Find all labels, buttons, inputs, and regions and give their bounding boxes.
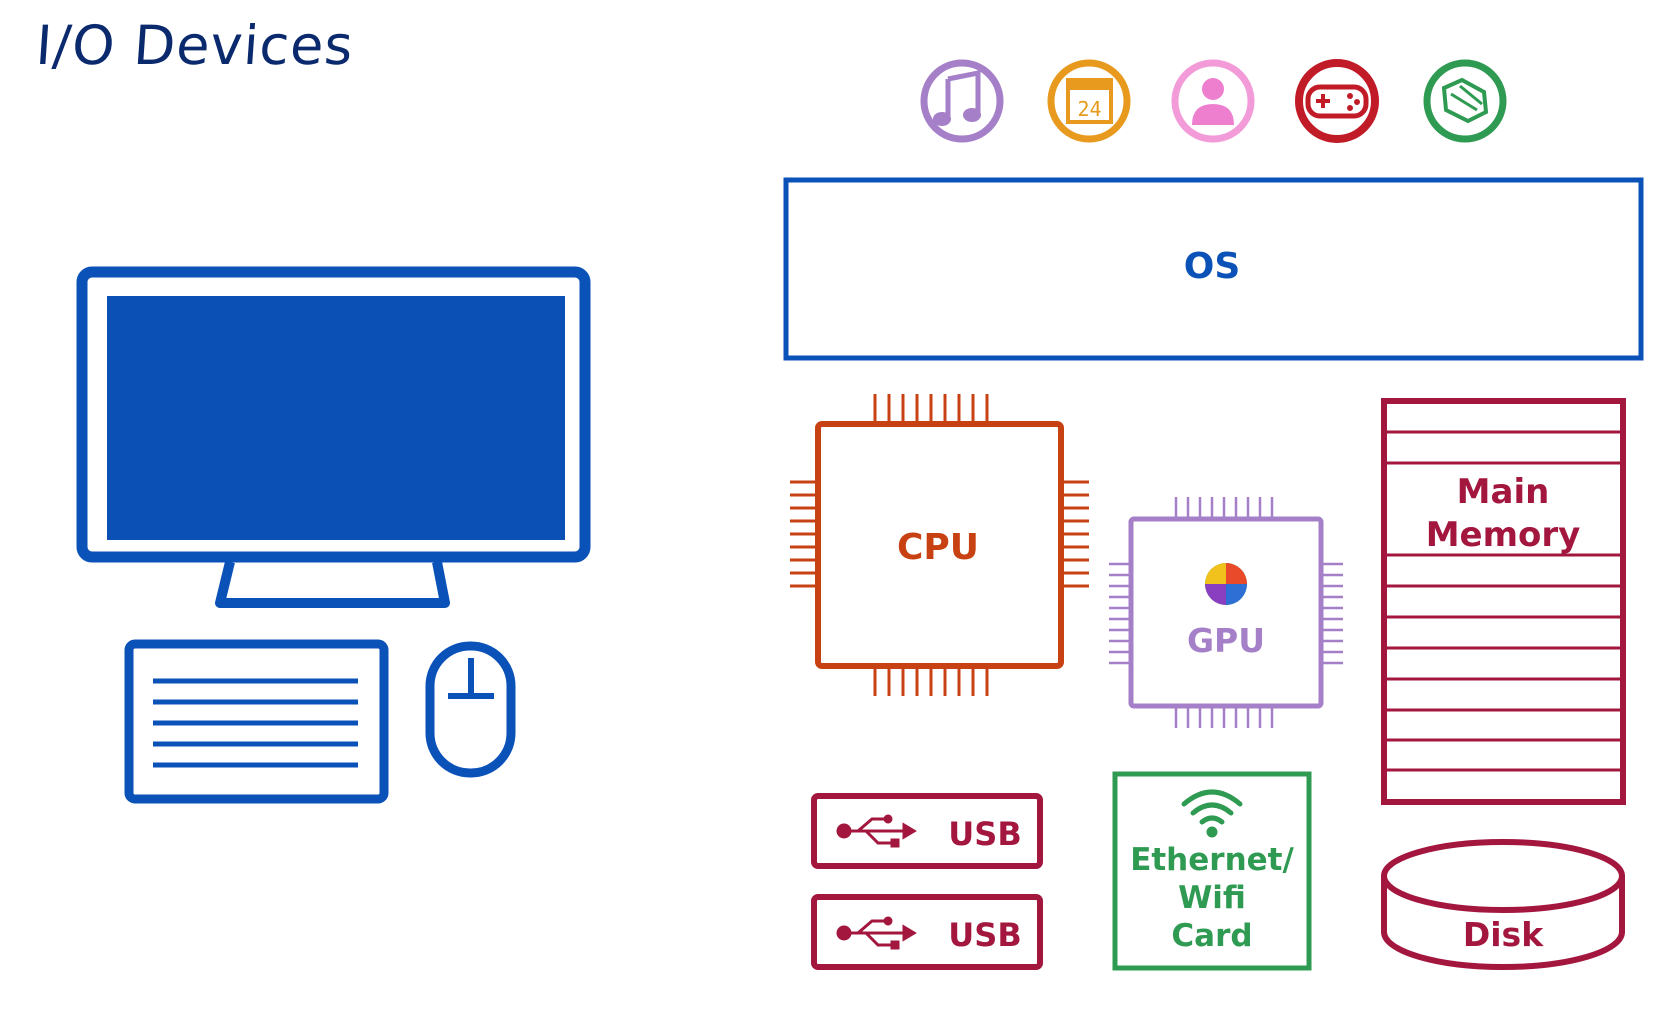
- usb-port: USB: [811, 793, 1043, 869]
- mouse-icon: [425, 641, 516, 778]
- calendar-date: 24: [1077, 97, 1101, 121]
- memory-label-line2: Memory: [1426, 515, 1581, 555]
- map-icon: [1423, 59, 1507, 143]
- disk-label: Disk: [1463, 915, 1544, 954]
- keyboard-icon: [124, 639, 389, 804]
- network-label-line1: Ethernet/: [1130, 842, 1294, 878]
- os-label: OS: [1184, 246, 1241, 287]
- disk-icon: Disk: [1381, 839, 1625, 970]
- main-memory: Main Memory: [1381, 398, 1626, 805]
- person-icon: [1171, 59, 1255, 143]
- gpu-label: GPU: [1187, 621, 1265, 660]
- music-note-icon: [920, 59, 1004, 143]
- color-wheel-icon: [1205, 563, 1247, 605]
- memory-label-line1: Main: [1457, 472, 1550, 512]
- os-box: OS: [783, 177, 1644, 361]
- gamepad-icon: [1295, 59, 1379, 143]
- network-label-line3: Card: [1171, 918, 1252, 954]
- wifi-icon: [1181, 789, 1243, 838]
- network-card: Ethernet/ Wifi Card: [1112, 771, 1312, 971]
- network-label-line2: Wifi: [1178, 880, 1246, 916]
- usb-port: USB: [811, 894, 1043, 970]
- cpu-label: CPU: [897, 527, 979, 568]
- cpu-chip: CPU: [790, 394, 1089, 696]
- usb-icon: [836, 916, 917, 950]
- monitor-icon: [76, 266, 591, 608]
- computer-icon: [76, 266, 591, 804]
- usb-label: USB: [948, 815, 1021, 853]
- usb-icon: [836, 814, 917, 848]
- gpu-chip: GPU: [1109, 497, 1343, 728]
- usb-label: USB: [948, 916, 1021, 954]
- calendar-icon: 24: [1047, 59, 1131, 143]
